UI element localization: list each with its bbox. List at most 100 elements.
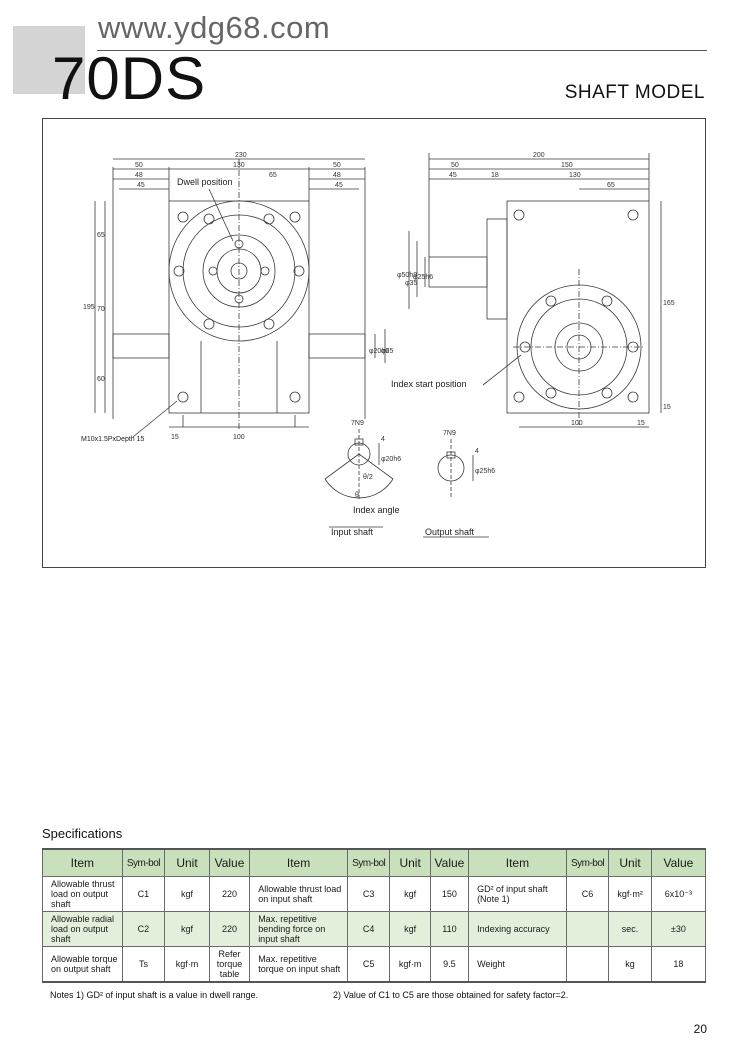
dim-front-70: 70: [97, 306, 105, 313]
page-number: 20: [693, 1022, 707, 1036]
col-header-unit: Unit: [389, 848, 431, 877]
dim-side-phi25h6: φ25h6: [413, 274, 433, 281]
table-cell: C2: [121, 911, 166, 947]
output-key-spec: 7N9: [443, 430, 456, 437]
side-input-shaft: [428, 256, 488, 288]
table-cell: Ts: [121, 946, 166, 983]
dim-front-48-right: 48: [333, 172, 341, 179]
col-header-symbol: Sym-bol: [565, 848, 610, 877]
dim-side-phi35: φ35: [405, 280, 417, 287]
input-key-depth: 4: [381, 436, 385, 443]
dim-side-50: 50: [451, 162, 459, 169]
dim-front-100: 100: [233, 434, 245, 441]
table-cell: kgf: [389, 911, 431, 947]
table-cell: [565, 911, 610, 947]
note-2: 2) Value of C1 to C5 are those obtained …: [333, 990, 569, 1000]
input-key-spec: 7N9: [351, 420, 364, 427]
col-header-item: Item: [468, 848, 567, 877]
table-cell: sec.: [608, 911, 652, 947]
table-cell: kgf·m²: [608, 876, 652, 912]
table-cell: Allowable thrust load on input shaft: [249, 876, 348, 912]
table-cell: Indexing accuracy: [468, 911, 567, 947]
table-cell: [565, 946, 610, 983]
dim-side-130: 130: [569, 172, 581, 179]
dim-side-15-bottom: 15: [637, 420, 645, 427]
table-cell: C4: [346, 911, 391, 947]
table-cell: C5: [346, 946, 391, 983]
table-cell: 110: [429, 911, 470, 947]
col-header-value: Value: [208, 848, 251, 877]
table-cell: kgf: [389, 876, 431, 912]
input-half-angle: θ/2: [363, 474, 373, 481]
table-cell: kgf·m: [389, 946, 431, 983]
table-cell: Weight: [468, 946, 567, 983]
col-header-item: Item: [42, 848, 123, 877]
label-dwell-position: Dwell position: [177, 177, 233, 187]
dim-side-15-right: 15: [663, 404, 671, 411]
input-shaft-dia: φ20h6: [381, 456, 401, 463]
dim-front-50-right: 50: [333, 162, 341, 169]
table-cell: ±30: [650, 911, 707, 947]
dim-front-130: 130: [233, 162, 245, 169]
table-cell: GD² of input shaft (Note 1): [468, 876, 567, 912]
drawing-svg: 230 50 130 50 48 48 45 45 65 65 70 60 19…: [81, 152, 675, 538]
col-header-symbol: Sym-bol: [121, 848, 166, 877]
table-cell: kgf: [164, 876, 210, 912]
dim-side-phi50h8: φ50h8: [397, 272, 417, 279]
dim-side-150: 150: [561, 162, 573, 169]
dim-front-65-top: 65: [269, 172, 277, 179]
front-input-shaft-right: [308, 333, 366, 359]
label-tap-hole: M10x1.5PxDepth 15: [81, 436, 145, 443]
table-cell: Allowable torque on output shaft: [42, 946, 123, 983]
dim-front-50-left: 50: [135, 162, 143, 169]
page-subtitle: SHAFT MODEL: [564, 82, 705, 103]
front-input-shaft-left: [112, 333, 170, 359]
label-output-shaft: Output shaft: [425, 527, 475, 537]
table-cell: 6x10⁻³: [650, 876, 707, 912]
col-header-unit: Unit: [164, 848, 210, 877]
dim-front-65-side: 65: [97, 232, 105, 239]
table-cell: kg: [608, 946, 652, 983]
dim-front-45-right: 45: [335, 182, 343, 189]
table-row: Allowable radial load on output shaft C2…: [42, 911, 707, 947]
note-1: Notes 1) GD² of input shaft is a value i…: [50, 990, 259, 1000]
table-cell: 220: [208, 876, 251, 912]
output-shaft-dia: φ25h6: [475, 468, 495, 475]
specifications-heading: Specifications: [42, 826, 123, 841]
table-cell: Max. repetitive torque on input shaft: [249, 946, 348, 983]
website-url: www.ydg68.com: [98, 10, 331, 45]
dim-front-230: 230: [235, 152, 247, 159]
dim-front-phi20h6: φ20h6: [369, 348, 389, 355]
header-grey-block: [13, 26, 85, 94]
table-cell: kgf: [164, 911, 210, 947]
table-cell: C1: [121, 876, 166, 912]
dim-front-45-left: 45: [137, 182, 145, 189]
table-header-row: Item Sym-bol Unit Value Item Sym-bol Uni…: [42, 848, 707, 877]
dim-side-165: 165: [663, 300, 675, 307]
table-cell: Allowable thrust load on output shaft: [42, 876, 123, 912]
output-key-depth: 4: [475, 448, 479, 455]
label-index-angle: Index angle: [353, 505, 400, 515]
dim-front-195: 195: [83, 304, 95, 311]
label-input-shaft: Input shaft: [331, 527, 374, 537]
table-cell: 9.5: [429, 946, 470, 983]
dim-side-18: 18: [491, 172, 499, 179]
table-cell: Max. repetitive bending force on input s…: [249, 911, 348, 947]
side-housing-outline: [506, 200, 650, 414]
table-cell: 150: [429, 876, 470, 912]
table-cell: Refer torque table: [208, 946, 251, 983]
label-index-start-position: Index start position: [391, 379, 467, 389]
dim-front-60: 60: [97, 376, 105, 383]
col-header-unit: Unit: [608, 848, 652, 877]
col-header-symbol: Sym-bol: [346, 848, 391, 877]
table-cell: C6: [565, 876, 610, 912]
dim-front-48-left: 48: [135, 172, 143, 179]
table-row: Allowable torque on output shaft Ts kgf·…: [42, 946, 707, 983]
dim-front-15: 15: [171, 434, 179, 441]
table-cell: C3: [346, 876, 391, 912]
table-row: Allowable thrust load on output shaft C1…: [42, 876, 707, 912]
specifications-table: Item Sym-bol Unit Value Item Sym-bol Uni…: [42, 848, 707, 983]
col-header-value: Value: [650, 848, 707, 877]
table-cell: Allowable radial load on output shaft: [42, 911, 123, 947]
dim-side-45: 45: [449, 172, 457, 179]
